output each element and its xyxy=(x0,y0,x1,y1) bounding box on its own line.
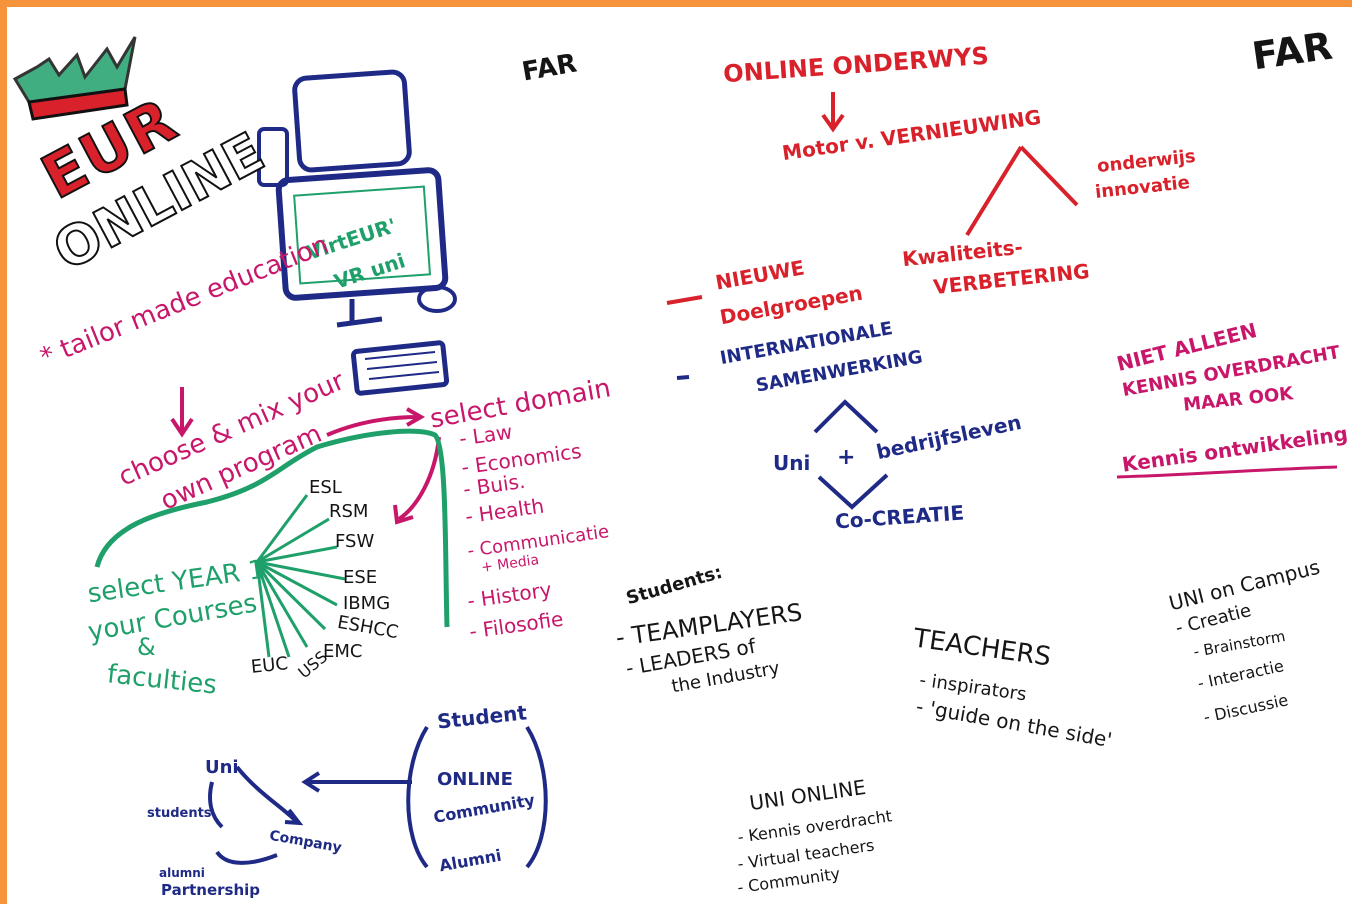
tablet-icon xyxy=(292,69,412,173)
cocreation-diamond xyxy=(676,375,889,510)
far-right-signature: FAR xyxy=(1249,23,1335,79)
network-alumni-left: alumni xyxy=(159,866,205,880)
faculty-label: ESL xyxy=(309,477,342,498)
sketch-lines xyxy=(12,36,1338,869)
network-online: ONLINE xyxy=(437,769,513,790)
network-partnership: Partnership xyxy=(161,881,261,899)
keyboard-icon xyxy=(350,340,450,396)
monitor-icon xyxy=(275,167,457,328)
whiteboard: EUR ONLINE FAR FAR VirtEUR' VR uni * tai… xyxy=(7,7,1352,904)
faculty-fan xyxy=(255,494,346,658)
faculty-label: IBMG xyxy=(343,593,391,614)
network-students: students xyxy=(147,806,212,821)
crown-icon xyxy=(12,36,137,121)
faculty-label: RSM xyxy=(329,501,369,522)
faculty-label: EUC xyxy=(249,653,290,678)
kennis-underline xyxy=(1116,465,1338,479)
uni-label: Uni xyxy=(773,451,811,475)
phone-icon xyxy=(257,127,289,187)
plus-label: + xyxy=(837,445,856,470)
network-uni: Uni xyxy=(205,757,239,778)
faculty-label: FSW xyxy=(335,531,375,552)
faculty-label: ESE xyxy=(343,567,378,588)
network-arrows xyxy=(208,725,548,869)
red-diagram xyxy=(666,92,1079,305)
ampersand-text: & xyxy=(137,633,156,661)
faculty-label: EMC xyxy=(323,641,363,662)
